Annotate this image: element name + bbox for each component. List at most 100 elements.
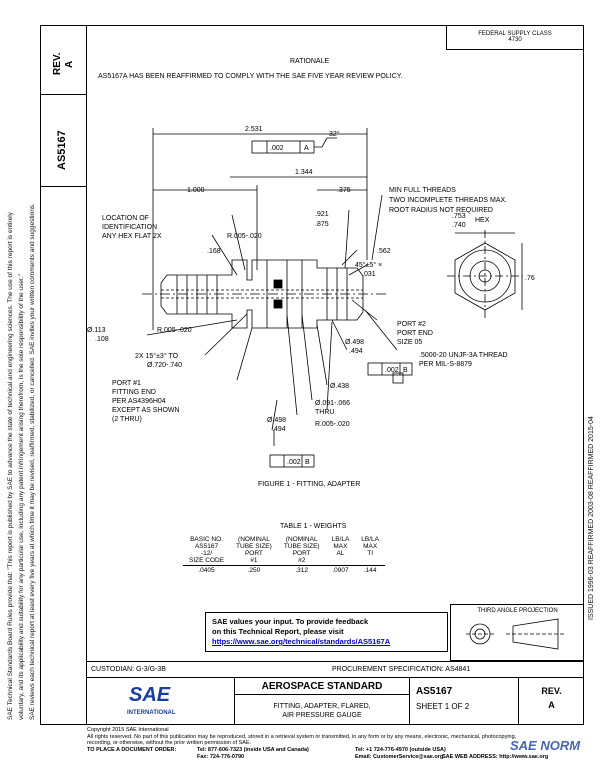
margin-legal-line-1: SAE Technical Standards Board Rules prov… — [7, 212, 14, 720]
rev-cell: REV. A — [40, 25, 86, 95]
chamfer-value: .031 — [362, 271, 376, 278]
sheet-number: SHEET 1 OF 2 — [416, 702, 470, 711]
chamfer-label: 45°±5° × — [355, 261, 382, 269]
identification: IDENTIFICATION — [102, 224, 157, 231]
thread-spec: .5000-20 UNJF-3A THREAD — [419, 352, 508, 359]
dim-angle: 32° — [329, 130, 340, 138]
port-size: SIZE 05 — [397, 339, 422, 346]
tel-intl: Tel: +1 724-776-4970 (outside USA) — [355, 746, 446, 753]
dim-1000: 1.000 — [187, 187, 205, 194]
any-hex-flat: ANY HEX FLAT 2X — [102, 233, 162, 240]
rationale-text: AS5167A HAS BEEN REAFFIRMED TO COMPLY WI… — [98, 73, 403, 80]
table-cell: .250 — [247, 567, 261, 574]
margin-legal-line-3: SAE reviews each technical report at lea… — [29, 203, 36, 720]
logo-cell: SAE INTERNATIONAL — [87, 678, 235, 725]
projection-symbol-icon — [465, 618, 564, 650]
section-title: RATIONALE — [290, 58, 330, 65]
rev-label: REV. — [52, 52, 63, 75]
feedback-line-2: on this Technical Report, please visit — [212, 627, 344, 636]
diam-438: Ø.438 — [330, 383, 349, 390]
rev-value-bottom: A — [548, 700, 555, 710]
location-of: LOCATION OF — [102, 215, 149, 222]
sae-logo-sub: INTERNATIONAL — [127, 710, 176, 716]
two-thru: (2 THRU) — [112, 416, 142, 423]
table-cell: .144 — [363, 567, 377, 574]
per-std: PER AS4396H04 — [112, 398, 166, 405]
diam-113-b: .108 — [95, 336, 109, 343]
rights-line-2: recording, or otherwise, without the pri… — [87, 740, 252, 746]
left-revision-column: REV. A AS5167 — [40, 25, 87, 725]
datum-b: B — [403, 367, 408, 374]
rev-label-bottom: REV. — [541, 686, 562, 696]
hex-label: HEX — [475, 217, 490, 224]
dim-overall-length: 2.531 — [245, 126, 263, 133]
custodian-row: CUSTODIAN: G-3/G-3B PROCUREMENT SPECIFIC… — [87, 661, 584, 678]
dim-921: .921 — [315, 211, 329, 218]
pos-tol-bottom: .002 — [287, 459, 301, 466]
title-line-1: FITTING, ADAPTER, FLARED, — [273, 703, 371, 710]
fax: Fax: 724-776-0790 — [197, 753, 245, 760]
two-incomplete: TWO INCOMPLETE THREADS MAX. — [389, 197, 507, 204]
thru-note: THRU — [315, 409, 334, 416]
table-header-basic: BASIC NO.AS5167-12/SIZE CODE — [183, 535, 231, 566]
feedback-link[interactable]: https://www.sae.org/technical/standards/… — [212, 637, 391, 646]
dim-562: .562 — [377, 248, 391, 255]
fitting-drawing: 2.531 .002 A 32° 1.344 1.000 .375 .921 .… — [87, 126, 535, 468]
doc-number: AS5167 — [56, 130, 68, 170]
doc-number-cell: AS5167 — [40, 95, 86, 187]
dim-375: .375 — [337, 187, 351, 194]
radius-3: R.005-.020 — [315, 421, 350, 428]
chamfer-2x: 2X 15°±3° TO — [135, 352, 179, 360]
min-full-threads: MIN FULL THREADS — [389, 187, 456, 194]
fitting-end: FITTING END — [112, 389, 156, 396]
radius-2: R.005-.020 — [157, 327, 192, 334]
pos-tol-b: .002 — [385, 367, 399, 374]
dim-168: .168 — [207, 248, 221, 255]
standard-title: AEROSPACE STANDARD — [235, 681, 409, 695]
order-label: TO PLACE A DOCUMENT ORDER: — [87, 746, 177, 753]
rights-line-1: All rights reserved. No part of this pub… — [87, 733, 517, 740]
diam-498-b: .494 — [349, 348, 363, 355]
except-shown: EXCEPT AS SHOWN — [112, 407, 180, 414]
margin-legal-line-2: voluntary, and its applicability and sui… — [18, 274, 25, 720]
diam-498-a: Ø.498 — [345, 339, 364, 346]
watermark: SAE NORM — [510, 738, 581, 753]
figure-caption: FIGURE 1 - FITTING, ADAPTER — [258, 481, 361, 488]
diam-498b-b: .494 — [272, 426, 286, 433]
root-radius: ROOT RADIUS NOT REQUIRED — [389, 207, 493, 214]
table-title: TABLE 1 - WEIGHTS — [280, 523, 347, 530]
org-stamp-code: 4730 — [508, 37, 522, 43]
feedback-box: SAE values your input. To provide feedba… — [205, 612, 448, 652]
diam-113-a: Ø.113 — [87, 327, 106, 334]
docno-cell: AS5167 SHEET 1 OF 2 — [409, 678, 519, 725]
custodian: CUSTODIAN: G-3/G-3B — [91, 666, 166, 673]
title-cell: AEROSPACE STANDARD FITTING, ADAPTER, FLA… — [234, 678, 410, 725]
table-cell: .0405 — [198, 567, 215, 574]
procurement-spec: PROCUREMENT SPECIFICATION: AS4841 — [332, 666, 471, 673]
sae-logo: SAE — [129, 684, 171, 706]
datum-a: A — [304, 145, 309, 152]
diam-091: Ø.091-.066 — [315, 400, 350, 407]
rev-cell-bottom: REV. A — [518, 678, 584, 725]
footer: Copyright 2015 SAE International All rig… — [87, 727, 592, 761]
dim-875: .875 — [315, 221, 329, 228]
dim-1344: 1.344 — [295, 169, 313, 176]
email: Email: CustomerService@sae.org — [355, 753, 444, 760]
port2: PORT #2 — [397, 321, 426, 328]
hex-b: .740 — [452, 222, 466, 229]
projection-box: THIRD ANGLE PROJECTION — [450, 604, 584, 661]
projection-label: THIRD ANGLE PROJECTION — [477, 608, 558, 614]
diam-498b-a: Ø.498 — [267, 417, 286, 424]
web-address[interactable]: SAE WEB ADDRESS: http://www.sae.org — [442, 753, 549, 760]
port1: PORT #1 — [112, 380, 141, 387]
flatness-value: .002 — [270, 145, 284, 152]
rev-value: A — [64, 60, 75, 68]
title-doc-no: AS5167 — [416, 686, 453, 697]
radius-1: R.005-.020 — [227, 233, 262, 240]
org-stamp: FEDERAL SUPPLY CLASS — [478, 31, 552, 37]
